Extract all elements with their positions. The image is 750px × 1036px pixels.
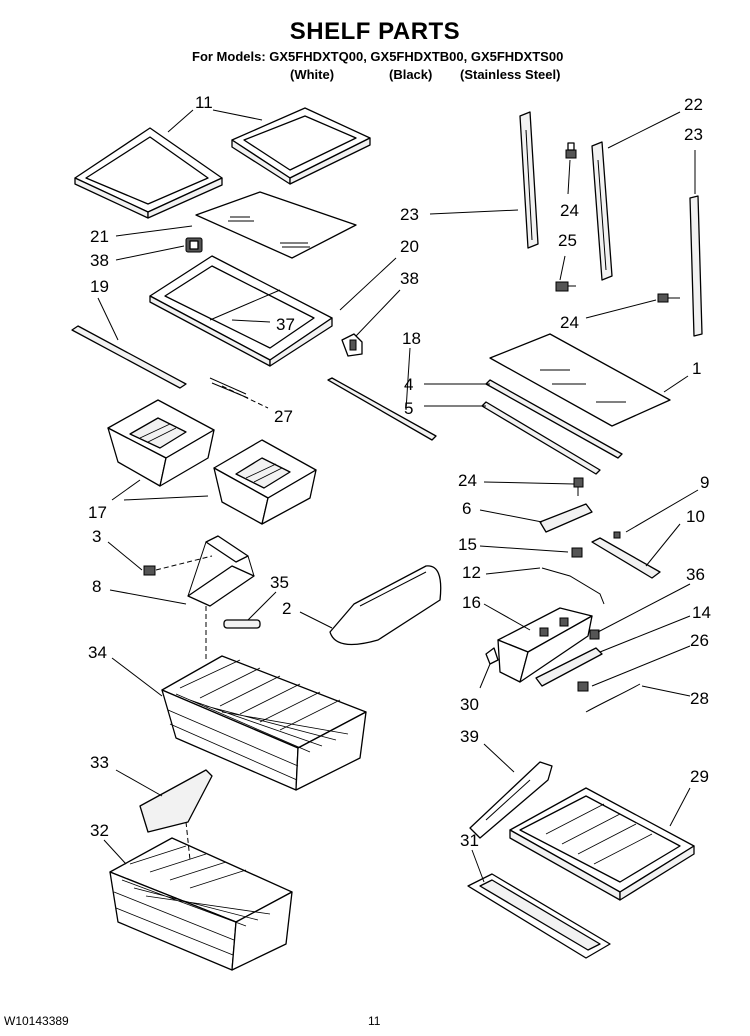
- callout-23-right: 23: [684, 125, 703, 144]
- part-34-wire-basket: [161, 655, 367, 791]
- part-35-bar: [223, 619, 261, 629]
- part-33-divider: [139, 769, 213, 833]
- callout-11: 11: [195, 93, 213, 112]
- callout-8: 8: [92, 577, 101, 596]
- part-23-rail-left: [519, 111, 539, 249]
- part-5-trim: [481, 401, 601, 475]
- part-30-clip: [485, 647, 499, 665]
- callout-17: 17: [88, 503, 107, 522]
- part-24-screw-top: [565, 142, 577, 159]
- part-17-bin-left: [107, 399, 215, 487]
- page-title: SHELF PARTS: [289, 18, 461, 45]
- callout-33: 33: [90, 753, 109, 772]
- part-21-glass-panel: [195, 191, 357, 259]
- part-8-basket-bracket: [187, 535, 255, 607]
- finish-black: (Black): [389, 67, 433, 82]
- part-31-trim: [467, 873, 611, 959]
- callout-1: 1: [692, 359, 701, 378]
- callout-23-left: 23: [400, 205, 419, 224]
- doc-number: W10143389: [4, 1014, 69, 1028]
- callout-30: 30: [460, 695, 479, 714]
- callout-34: 34: [88, 643, 107, 662]
- callout-32: 32: [90, 821, 109, 840]
- part-25-screw: [555, 281, 576, 292]
- part-11-shelf-frame-left: [74, 127, 223, 219]
- part-17-bin-right: [213, 439, 317, 525]
- part-10-slide-rail: [591, 537, 661, 579]
- callout-22: 22: [684, 95, 703, 114]
- callout-18: 18: [402, 329, 421, 348]
- callout-29: 29: [690, 767, 709, 786]
- part-1-glass-shelf: [489, 333, 671, 427]
- callout-12: 12: [462, 563, 481, 582]
- part-2-cover: [329, 565, 442, 646]
- callout-25: 25: [558, 231, 577, 250]
- callout-24-top: 24: [560, 201, 579, 220]
- callout-21: 21: [90, 227, 109, 246]
- part-20-tray-frame: [149, 255, 333, 367]
- part-28-wire: [585, 683, 641, 713]
- finish-white: (White): [290, 67, 335, 82]
- callout-24-right: 24: [560, 313, 579, 332]
- part-18-rod: [327, 377, 437, 441]
- callout-15: 15: [458, 535, 477, 554]
- callout-labels: 11 22 23 23 24 25 24 21 38 20 38 19 37 1…: [88, 93, 711, 850]
- part-39-handle: [469, 761, 553, 839]
- part-12-link: [541, 567, 605, 605]
- callout-10: 10: [686, 507, 705, 526]
- part-6-bracket: [539, 503, 593, 533]
- callout-35: 35: [270, 573, 289, 592]
- part-3-screw: [143, 565, 156, 576]
- callout-38-right: 38: [400, 269, 419, 288]
- callout-16: 16: [462, 593, 481, 612]
- part-23-rail-right: [689, 195, 703, 337]
- page-number: 11: [368, 1014, 381, 1028]
- part-38-clip-right: [341, 333, 363, 357]
- part-9-clip: [613, 531, 621, 539]
- callout-24-mid: 24: [458, 471, 477, 490]
- callout-27: 27: [274, 407, 293, 426]
- part-24-screw-right: [657, 293, 680, 303]
- part-24-screw-mid: [573, 477, 584, 496]
- part-19-trim-bar: [71, 325, 187, 389]
- callout-14: 14: [692, 603, 711, 622]
- part-16-housing: [497, 607, 593, 683]
- callout-19: 19: [90, 277, 109, 296]
- callout-6: 6: [462, 499, 471, 518]
- finish-stainless: (Stainless Steel): [460, 67, 561, 82]
- callout-38-left: 38: [90, 251, 109, 270]
- part-27-bracket: [209, 377, 249, 399]
- callout-5: 5: [404, 399, 413, 418]
- part-11-shelf-frame-right: [231, 107, 371, 185]
- part-22-rail-center: [591, 141, 613, 281]
- part-36-screw: [589, 629, 600, 640]
- callout-leaders: [97, 109, 699, 883]
- part-38-clip-left: [185, 237, 203, 253]
- callout-31: 31: [460, 831, 479, 850]
- part-32-wire-basket: [109, 837, 293, 971]
- callout-36: 36: [686, 565, 705, 584]
- models-line: For Models: GX5FHDXTQ00, GX5FHDXTB00, GX…: [192, 49, 564, 64]
- callout-2: 2: [282, 599, 291, 618]
- part-14-strip: [535, 647, 603, 687]
- callout-4: 4: [404, 375, 413, 394]
- part-26-screw: [577, 681, 589, 692]
- part-4-trim: [485, 379, 623, 459]
- callout-39: 39: [460, 727, 479, 746]
- callout-37: 37: [276, 315, 295, 334]
- callout-3: 3: [92, 527, 101, 546]
- callout-28: 28: [690, 689, 709, 708]
- callout-9: 9: [700, 473, 709, 492]
- part-15-screw: [571, 547, 583, 558]
- callout-26: 26: [690, 631, 709, 650]
- callout-20: 20: [400, 237, 419, 256]
- part-29-tray: [509, 787, 695, 901]
